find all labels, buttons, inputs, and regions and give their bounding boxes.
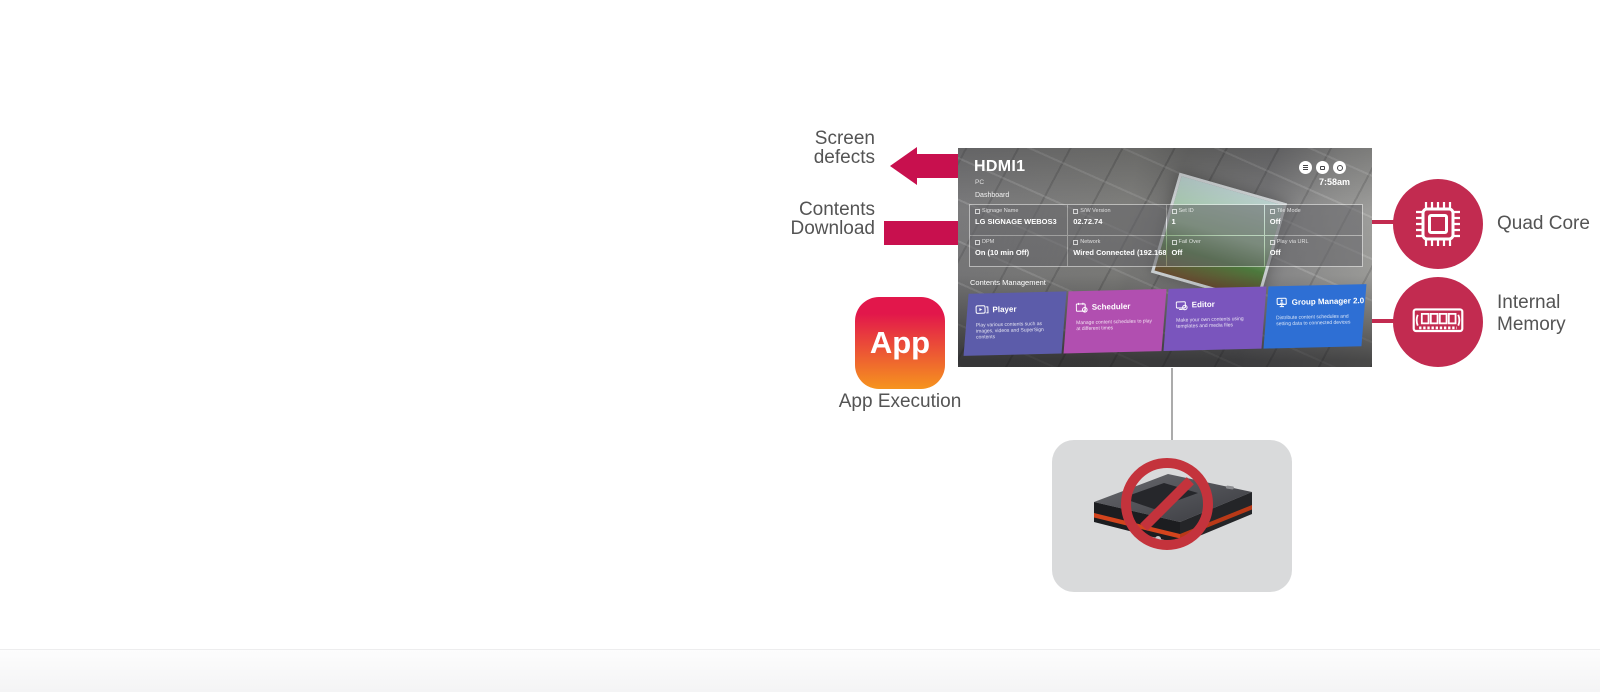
info-cell-fail-over: Fail Over Off [1166, 236, 1264, 266]
info-cell-set-id: Set ID 1 [1166, 205, 1264, 235]
lock-glyph [1320, 165, 1325, 170]
tile-title: Group Manager 2.0 [1291, 296, 1365, 307]
app-icon: App [855, 297, 945, 389]
info-cell-tile-mode: Tile Mode Off [1264, 205, 1362, 235]
list-icon[interactable] [1299, 161, 1312, 174]
input-source: PC [975, 179, 985, 186]
tile-desc: Make your own contents using templates a… [1176, 316, 1244, 330]
contents-download-line1: Contents [798, 199, 875, 220]
tile-desc: Manage content schedules to play at diff… [1076, 318, 1153, 333]
tile-title: Scheduler [1091, 301, 1131, 312]
info-value: Off [1269, 217, 1281, 226]
info-value: Wired Connected (192.168.0.1) [1073, 248, 1166, 257]
info-value: On (10 min Off) [975, 248, 1030, 257]
set-id-icon [1171, 208, 1177, 214]
internal-memory-badge [1393, 277, 1483, 367]
quad-core-connector [1360, 220, 1398, 224]
arrow-head [890, 147, 917, 185]
internal-memory-line1: Internal [1497, 292, 1561, 313]
contents-management-tiles: Player Play various contents such as ima… [963, 284, 1367, 356]
info-label: Tile Mode [1276, 208, 1301, 214]
footer-band [0, 649, 1600, 692]
screen-defects-line1: Screen [814, 128, 875, 149]
media-player-card: Media player [1052, 440, 1292, 592]
app-icon-text: App [869, 325, 931, 360]
tile-title: Editor [1191, 299, 1215, 310]
quad-core-badge [1393, 179, 1483, 269]
arrow-tail [884, 221, 959, 245]
info-cell-dpm: DPM On (10 min Off) [970, 236, 1068, 266]
info-value: LG SIGNAGE WEBOS3 [975, 217, 1057, 226]
dpm-icon [975, 239, 980, 245]
internal-memory-connector [1360, 319, 1398, 323]
signage-name-icon [975, 208, 980, 214]
info-cell-network: Network Wired Connected (192.168.0.1) [1068, 236, 1166, 266]
screen-defects-line2: defects [813, 147, 875, 168]
info-label: Play via URL [1276, 239, 1309, 245]
tile-mode-icon [1269, 208, 1275, 214]
play-via-url-icon [1269, 239, 1275, 245]
info-value: 1 [1171, 217, 1176, 226]
player-icon [975, 305, 989, 314]
tile-scheduler[interactable]: Scheduler Manage content schedules to pl… [1063, 288, 1167, 354]
editor-icon [1175, 301, 1188, 311]
tile-player[interactable]: Player Play various contents such as ima… [963, 291, 1067, 356]
group-manager-icon [1276, 297, 1287, 308]
fail-over-icon [1171, 239, 1177, 245]
info-value: Off [1269, 248, 1281, 257]
tile-desc: Play various contents such as images, vi… [975, 321, 1044, 341]
info-label: Set ID [1178, 208, 1194, 214]
list-glyph [1303, 165, 1308, 170]
contents-management-title: Contents Management [970, 278, 1046, 287]
tile-desc: Distribute content schedules and setting… [1276, 313, 1351, 328]
info-label: DPM [982, 239, 995, 245]
info-label: Signage Name [982, 208, 1019, 214]
info-grid: Signage Name LG SIGNAGE WEBOS3 S/W Versi… [969, 204, 1363, 267]
info-value: 02.72.74 [1073, 217, 1103, 226]
tile-title: Player [992, 304, 1017, 315]
gear-glyph [1336, 164, 1343, 171]
internal-memory-label: Internal Memory [1497, 292, 1566, 336]
quad-core-label: Quad Core [1497, 213, 1590, 234]
lock-icon[interactable] [1316, 161, 1329, 174]
info-label: S/W Version [1080, 208, 1111, 214]
tile-group-manager[interactable]: Group Manager 2.0 Distribute content sch… [1263, 284, 1367, 349]
clock: 7:58am [1318, 177, 1350, 187]
contents-download-line2: Download [790, 218, 876, 239]
prohibition-slash [1140, 477, 1194, 531]
info-cell-sw-version: S/W Version 02.72.74 [1068, 205, 1166, 235]
dashboard-page-title: Dashboard [975, 192, 1010, 199]
quick-icons [1299, 161, 1346, 174]
tile-editor[interactable]: Editor Make your own contents using temp… [1163, 286, 1267, 352]
info-label: Network [1080, 239, 1101, 245]
network-icon [1073, 239, 1079, 245]
prohibition-icon [1121, 458, 1213, 550]
gear-icon[interactable] [1333, 161, 1346, 174]
media-player-connector [1171, 368, 1173, 441]
app-execution-label: App Execution [838, 391, 962, 412]
screen-defects-label: Screen defects [695, 129, 875, 167]
sw-version-icon [1073, 208, 1079, 214]
scheduler-icon [1075, 302, 1088, 313]
cpu-chip-icon [1416, 202, 1460, 246]
contents-download-label: Contents Download [695, 199, 876, 239]
info-label: Fail Over [1178, 239, 1201, 245]
info-cell-signage-name: Signage Name LG SIGNAGE WEBOS3 [970, 205, 1068, 235]
signage-dashboard-screen: HDMI1 PC Dashboard 7:58am Signage Name L… [958, 148, 1372, 367]
info-value: Off [1171, 248, 1183, 257]
info-cell-play-via-url: Play via URL Off [1264, 236, 1362, 266]
internal-memory-line2: Memory [1497, 314, 1566, 335]
input-title: HDMI1 [974, 158, 1026, 175]
ram-memory-icon [1412, 308, 1464, 333]
